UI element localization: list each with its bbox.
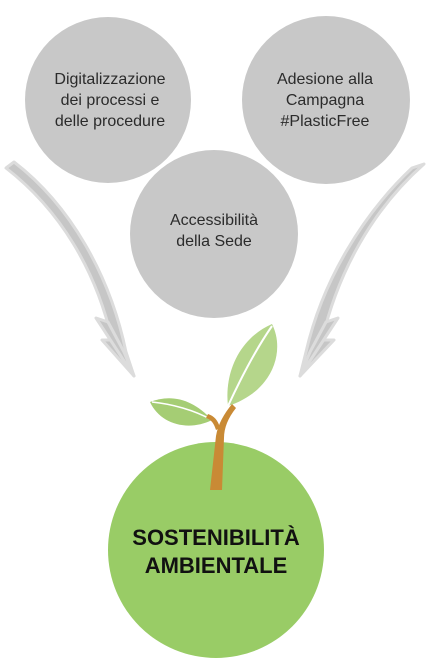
sprout-icon xyxy=(150,324,278,490)
right-arrow xyxy=(298,162,426,378)
node-label-accessibilita: Accessibilità della Sede xyxy=(169,212,259,250)
main-label-sostenibilita: SOSTENIBILITÀ AMBIENTALE xyxy=(132,525,300,578)
node-label-plasticfree: Adesione alla Campagna #PlasticFree xyxy=(276,70,374,130)
circle-plasticfree xyxy=(242,16,410,184)
circle-digitalizzazione xyxy=(25,17,191,183)
left-arrow xyxy=(4,160,136,378)
main-green-circle xyxy=(108,442,324,658)
node-label-digitalizzazione: Digitalizzazione dei processi e delle pr… xyxy=(54,70,166,130)
circle-accessibilita xyxy=(130,150,298,318)
